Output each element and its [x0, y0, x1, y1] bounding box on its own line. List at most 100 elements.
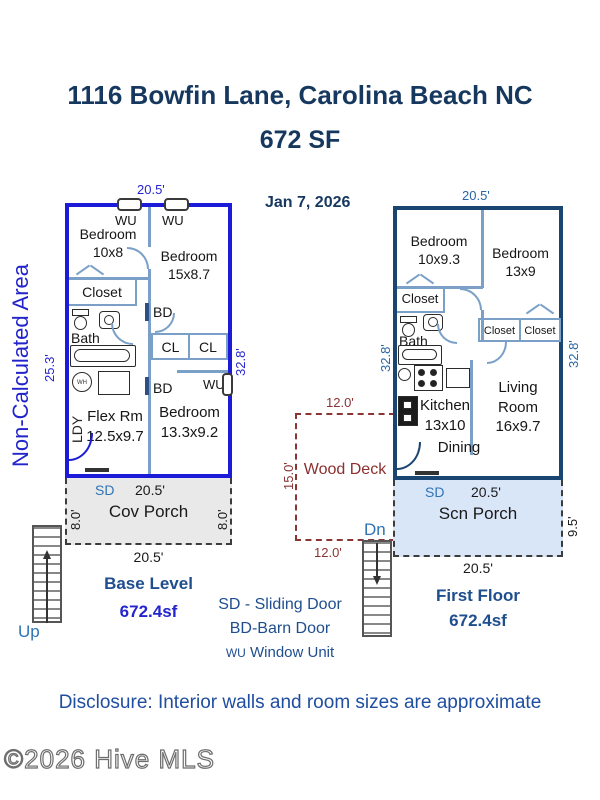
page-title: 1116 Bowfin Lane, Carolina Beach NC	[67, 80, 533, 110]
barn-door-leaf	[145, 303, 149, 321]
bedroom2-name: Bedroom	[160, 248, 218, 264]
burner-icon	[418, 380, 425, 387]
bathtub-basin-icon	[402, 349, 437, 360]
first-floor-floorplan: Bedroom 10x9.3 Bedroom 13x9 Closet Bath …	[393, 206, 563, 480]
sink-basin-icon	[104, 315, 114, 325]
closet-box: Closet	[397, 289, 445, 313]
base-level-label: Base Level	[104, 574, 193, 593]
legend-window-unit: WU Window Unit	[165, 644, 395, 661]
stairs-down-label: Dn	[364, 520, 386, 539]
door-arc	[460, 288, 482, 310]
screened-porch: SD 20.5' Scn Porch	[393, 480, 563, 557]
scn-porch-dim-right: 9.5'	[565, 516, 580, 537]
bifold-door	[539, 303, 555, 315]
deck-dim-bottom: 12.0'	[314, 545, 342, 560]
kitchen-sink-icon	[398, 368, 411, 381]
left-dim-right: 32.8'	[233, 348, 248, 376]
cov-porch-label: Cov Porch	[108, 502, 189, 521]
bath-label: Bath	[71, 330, 100, 346]
date-label: Jan 7, 2026	[265, 194, 351, 211]
sink-basin-icon	[428, 317, 438, 327]
door-arc	[397, 442, 421, 470]
porch-dim-top: 20.5'	[471, 484, 501, 500]
flex-room-name: Flex Rm	[87, 408, 143, 425]
porch-dim-left: 8.0'	[68, 509, 83, 530]
sliding-door-marker	[415, 471, 439, 475]
porch-dim-right: 8.0'	[215, 509, 230, 530]
cl-box: CL	[190, 333, 228, 360]
door-arc	[111, 323, 133, 345]
legend-wu-text: Window Unit	[249, 644, 335, 661]
page-subtitle: 672 SF	[259, 126, 341, 154]
bd-label: BD	[153, 380, 173, 396]
window-unit-icon	[164, 198, 189, 211]
bifold-door	[75, 264, 91, 276]
left-dim-left: 25.3'	[42, 354, 57, 382]
stairs-up-arrowhead	[43, 550, 51, 559]
deck-dim-top: 12.0'	[326, 395, 354, 410]
door-arc	[487, 342, 507, 364]
wall	[481, 210, 484, 288]
closet-label: Closet	[483, 325, 516, 337]
window-unit-icon	[222, 373, 233, 396]
watermark: ©2026 Hive MLS	[3, 743, 215, 774]
burner-icon	[418, 369, 425, 376]
wall	[177, 370, 228, 373]
non-calculated-area-label: Non-Calculated Area	[8, 263, 33, 467]
porch-dim-top: 20.5'	[135, 482, 165, 498]
closet-label: Closet	[524, 325, 556, 337]
bedroom1-name: Bedroom	[79, 226, 137, 242]
wall	[470, 360, 473, 455]
flex-room-label: Flex Rm 12.5x9.7	[73, 407, 157, 446]
bathtub-icon	[70, 345, 136, 367]
bedroom2-name: Bedroom	[492, 245, 549, 261]
legend-wu-abbr: WU	[225, 646, 246, 660]
closet-label: Closet	[401, 291, 439, 306]
bedroom1-label: Bedroom 10x9.3	[397, 232, 481, 268]
stairs-up-arrow	[46, 558, 48, 623]
stairs-down-arrow	[376, 543, 378, 576]
left-dim-top: 20.5'	[137, 182, 165, 197]
bifold-door	[525, 303, 541, 315]
burner-icon	[430, 380, 437, 387]
wu-label: WU	[115, 213, 137, 228]
legend-sliding-door: SD - Sliding Door	[218, 596, 342, 613]
stove-icon	[414, 365, 443, 391]
appliance-icon	[98, 371, 130, 395]
bifold-door	[419, 273, 435, 285]
burner-icon	[430, 369, 437, 376]
scn-porch-label: Scn Porch	[438, 504, 518, 523]
bedroom3-name: Bedroom	[159, 404, 220, 421]
living-room-size: 16x9.7	[495, 418, 541, 435]
stairs-down-arrowhead	[373, 576, 381, 585]
right-dim-top: 20.5'	[462, 188, 490, 203]
closet-box: Closet	[478, 318, 521, 342]
closet-box: Closet	[69, 280, 137, 306]
wall	[148, 269, 151, 474]
kitchen-name: Kitchen	[419, 397, 471, 414]
wall	[397, 286, 483, 289]
first-floor-label: First Floor	[435, 586, 521, 605]
door-arc	[155, 313, 175, 333]
kitchen-size: 13x10	[424, 416, 466, 434]
base-level-floorplan: WU WU Bedroom 10x8 Bedroom 15x8.7 Closet…	[65, 198, 233, 478]
bedroom1-size: 10x9.3	[417, 251, 461, 268]
right-dim-bottom: 20.5'	[463, 560, 493, 576]
wall	[148, 207, 151, 247]
bedroom3-label: Bedroom 13.3x9.2	[151, 403, 228, 442]
door-arc	[69, 433, 93, 461]
refrigerator-icon	[398, 396, 418, 426]
refrigerator-door-icon	[403, 414, 412, 422]
first-floor-area: 672.4sf	[449, 611, 507, 630]
flex-room-size: 12.5x9.7	[86, 427, 144, 445]
cl-label: CL	[161, 339, 180, 355]
toilet-bowl-icon	[402, 323, 415, 337]
water-heater-icon: WH	[72, 372, 92, 392]
living-room-label: Living Room 16x9.7	[477, 378, 559, 437]
bathtub-icon	[398, 345, 442, 365]
legend-barn-door: BD-Barn Door	[229, 620, 331, 637]
kitchen-label: Kitchen 13x10	[415, 396, 475, 435]
bedroom1-size: 10x8	[92, 244, 124, 261]
bedroom2-size: 15x8.7	[167, 266, 211, 283]
bedroom2-label: Bedroom 13x9	[482, 244, 559, 280]
